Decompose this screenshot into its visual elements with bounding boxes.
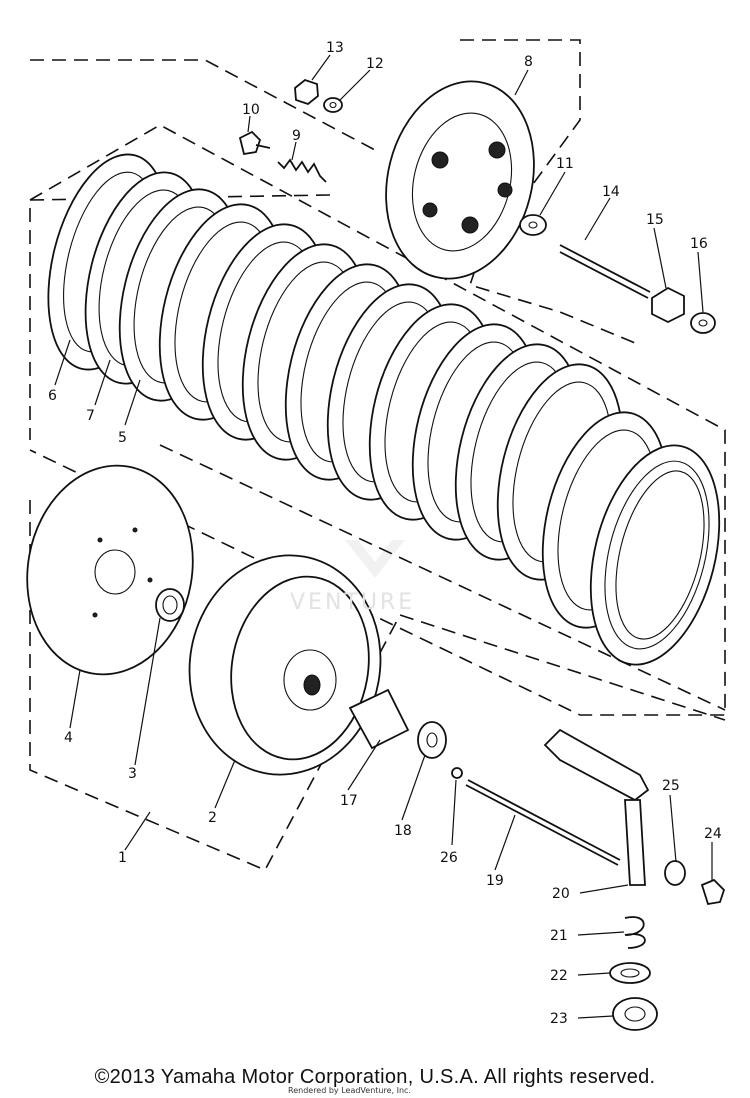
callout-20: 20 [552, 886, 570, 902]
spring-9 [277, 158, 327, 183]
callout-24: 24 [704, 826, 722, 842]
callout-16: 16 [690, 236, 708, 252]
washer-12 [323, 97, 343, 113]
watermark-logo [345, 540, 405, 578]
callout-15: 15 [646, 212, 664, 228]
clutch-housing-2 [188, 554, 382, 776]
pressure-plate-8 [385, 80, 535, 280]
render-credit: Rendered by LeadVenture, Inc. [288, 1086, 411, 1095]
oil-seal-22 [609, 962, 651, 984]
washer-11 [519, 214, 547, 236]
washer-3 [155, 588, 185, 622]
callout-7: 7 [86, 408, 95, 424]
push-rod-17 [348, 688, 410, 750]
plate-n [589, 444, 721, 666]
callout-22: 22 [550, 968, 568, 984]
callout-labels: 13 12 8 10 9 11 14 15 16 6 7 5 4 3 2 1 1… [48, 40, 722, 1027]
callout-10: 10 [242, 102, 260, 118]
callout-1: 1 [118, 850, 127, 866]
callout-9: 9 [292, 128, 301, 144]
clutch-plate-stack [47, 153, 721, 666]
callout-4: 4 [64, 730, 73, 746]
ball-26 [451, 767, 463, 779]
push-rod-14 [559, 244, 651, 299]
callout-13: 13 [326, 40, 344, 56]
callout-26: 26 [440, 850, 458, 866]
leader-lines [54, 54, 713, 1019]
bolt-10 [238, 130, 271, 156]
callout-23: 23 [550, 1011, 568, 1027]
washer-18 [417, 721, 447, 759]
nut-13 [294, 78, 319, 106]
nut-15 [651, 286, 685, 324]
callout-17: 17 [340, 793, 358, 809]
callout-2: 2 [208, 810, 217, 826]
callout-5: 5 [118, 430, 127, 446]
copyright-notice: ©2013 Yamaha Motor Corporation, U.S.A. A… [94, 1066, 656, 1088]
callout-25: 25 [662, 778, 680, 794]
callout-6: 6 [48, 388, 57, 404]
callout-12: 12 [366, 56, 384, 72]
push-rod-19 [465, 779, 621, 866]
washer-16 [690, 312, 716, 334]
watermark-text: VENTURE [290, 590, 416, 615]
callout-14: 14 [602, 184, 620, 200]
push-lever-20 [543, 728, 650, 886]
callout-3: 3 [128, 766, 137, 782]
clutch-boss-4 [26, 464, 194, 676]
bolt-24 [700, 878, 726, 906]
spring-21 [624, 916, 646, 949]
bearing-23 [612, 997, 658, 1031]
callout-21: 21 [550, 928, 568, 944]
callout-8: 8 [524, 54, 533, 70]
callout-11: 11 [556, 156, 574, 172]
washer-25 [664, 860, 686, 886]
callout-19: 19 [486, 873, 504, 889]
callout-18: 18 [394, 823, 412, 839]
